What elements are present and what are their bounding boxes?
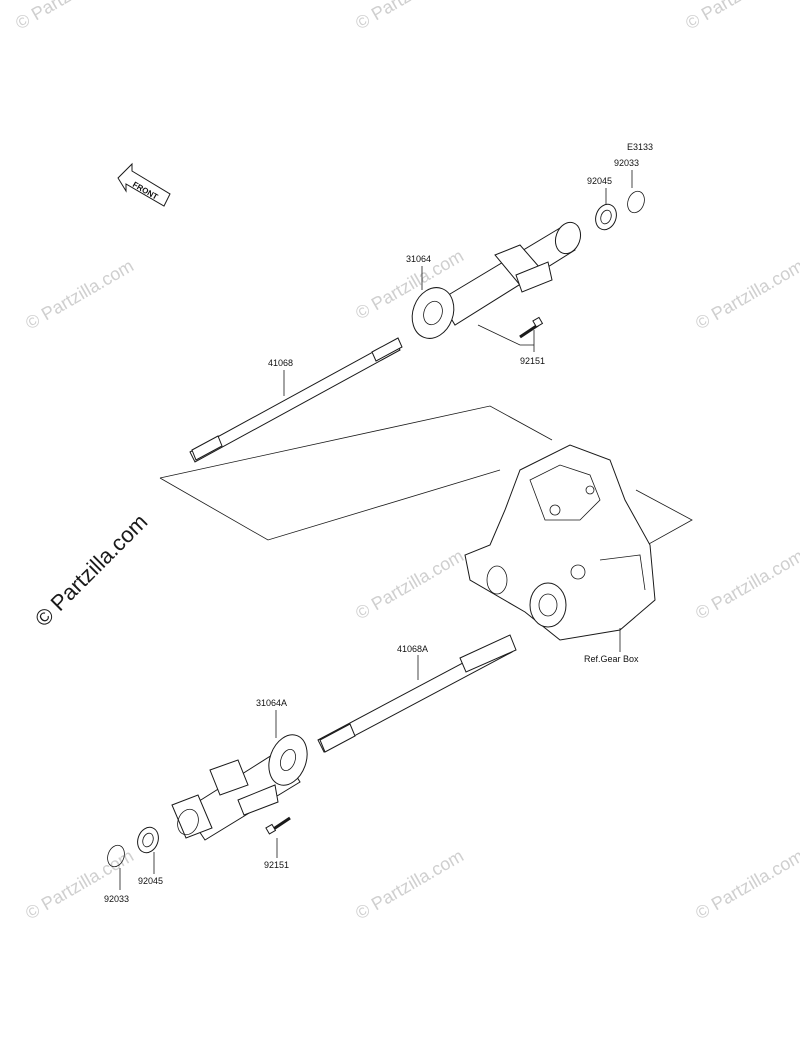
shaft-41068-icon <box>189 337 403 463</box>
circlip-92033-bottom-icon <box>107 844 125 868</box>
bolt-92151-bottom-icon <box>265 816 291 835</box>
front-arrow-icon: FRONT <box>117 162 171 207</box>
label-92033-bottom[interactable]: 92033 <box>104 894 129 904</box>
label-92151-top[interactable]: 92151 <box>520 356 545 366</box>
shaft-41068A-icon <box>317 634 517 753</box>
watermark-text: © Partzilla.com <box>692 255 800 333</box>
bearing-92045-bottom-icon <box>137 826 159 854</box>
bearing-92045-top-icon <box>595 203 617 231</box>
label-41068[interactable]: 41068 <box>268 358 293 368</box>
shaft-bracket-line <box>159 469 501 541</box>
housing-31064A-icon <box>171 734 308 841</box>
watermark-text: © Partzilla.com <box>692 545 800 623</box>
label-31064A[interactable]: 31064A <box>256 698 287 708</box>
leader-line <box>477 324 534 346</box>
watermark-text: © Partzilla.com <box>352 545 467 623</box>
diagram-id: E3133 <box>627 142 653 152</box>
watermark-text: © Partzilla.com <box>682 0 797 33</box>
gear-box-icon <box>464 444 656 641</box>
watermark-text: © Partzilla.com <box>12 0 127 33</box>
circlip-92033-top-icon <box>627 190 645 214</box>
watermark-text: © Partzilla.com <box>352 0 467 33</box>
label-41068A[interactable]: 41068A <box>397 644 428 654</box>
label-ref-gear-box[interactable]: Ref.Gear Box <box>584 654 639 664</box>
label-92045-bottom[interactable]: 92045 <box>138 876 163 886</box>
watermark-large: © Partzilla.com <box>30 509 153 632</box>
watermark-text: © Partzilla.com <box>352 845 467 923</box>
label-92033-top[interactable]: 92033 <box>614 158 639 168</box>
label-92151-bottom[interactable]: 92151 <box>264 860 289 870</box>
watermark-text: © Partzilla.com <box>692 845 800 923</box>
shaft-bracket-line <box>159 405 553 479</box>
label-31064[interactable]: 31064 <box>406 254 431 264</box>
housing-31064-icon <box>411 221 582 339</box>
watermark-layer: © Partzilla.com © Partzilla.com © Partzi… <box>12 0 800 923</box>
watermark-text: © Partzilla.com <box>22 255 137 333</box>
bolt-92151-top-icon <box>519 316 544 339</box>
label-92045-top[interactable]: 92045 <box>587 176 612 186</box>
